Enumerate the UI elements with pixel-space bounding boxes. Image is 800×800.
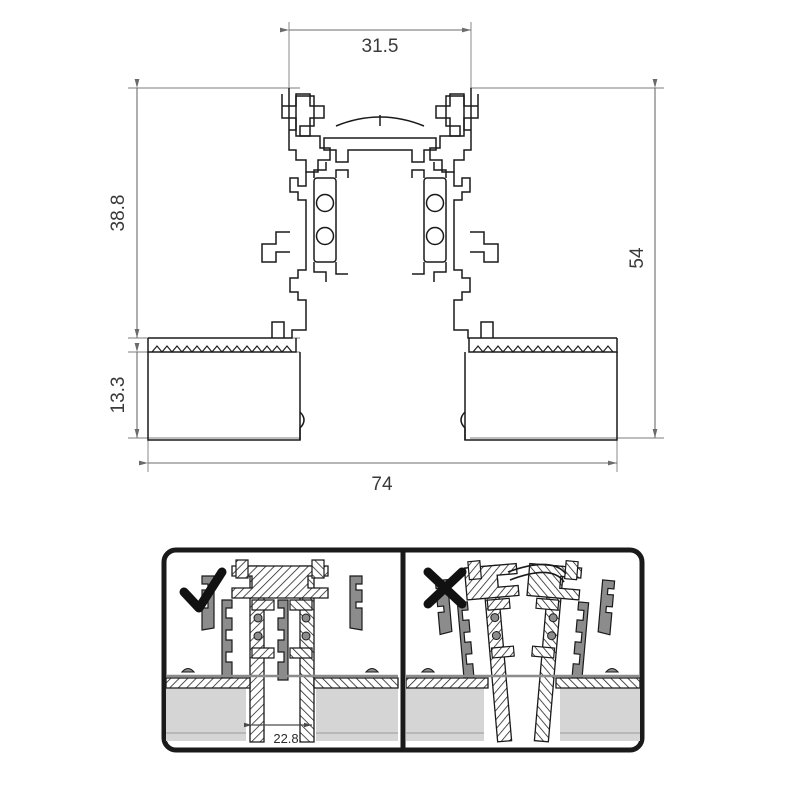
- gasket-left-a: [221, 599, 233, 681]
- profile-half-left-tilted: [434, 560, 520, 743]
- dimension-gap-width: 22.8: [244, 722, 312, 746]
- dimension-bottom-width: 74: [139, 460, 617, 495]
- dimension-left-base-label: 13.3: [108, 377, 129, 414]
- profile-cross-section-drawing: 31.5 38.8 13.3 54 74: [108, 22, 664, 495]
- profile-outline: [147, 88, 618, 441]
- dimension-bottom-width-label: 74: [371, 474, 393, 495]
- sill-plate-left: [166, 677, 251, 689]
- head-cap-left: [231, 565, 329, 599]
- dimension-left-height: 38.8: [108, 79, 140, 338]
- glass-panel-right-inner: [560, 683, 640, 741]
- gasket-left-b: [277, 599, 289, 681]
- comparison-right-cell: [406, 560, 640, 743]
- glass-panel-left-outer: [166, 683, 246, 741]
- serration-left: [151, 345, 293, 353]
- glass-panel-left-inner: [316, 683, 398, 741]
- glass-panel-right-outer: [406, 683, 484, 741]
- dimension-right-total-label: 54: [627, 247, 648, 269]
- dimension-gap-width-label: 22.8: [273, 731, 298, 746]
- dimension-top-width: 31.5: [280, 27, 471, 57]
- dimension-left-height-label: 38.8: [108, 195, 129, 232]
- dimension-top-width-label: 31.5: [362, 36, 399, 57]
- serration-right: [472, 345, 614, 353]
- installation-comparison-panel: 22.8: [161, 547, 645, 753]
- extension-lines: [128, 22, 664, 472]
- profile-half-right-tilted: [526, 560, 616, 743]
- check-icon: [179, 567, 227, 613]
- dimension-right-total: 54: [627, 79, 658, 438]
- comparison-left-cell: 22.8: [166, 559, 399, 746]
- sill-plate-right: [313, 677, 399, 689]
- cross-icon: [423, 567, 467, 609]
- dimension-left-base: 13.3: [108, 343, 140, 438]
